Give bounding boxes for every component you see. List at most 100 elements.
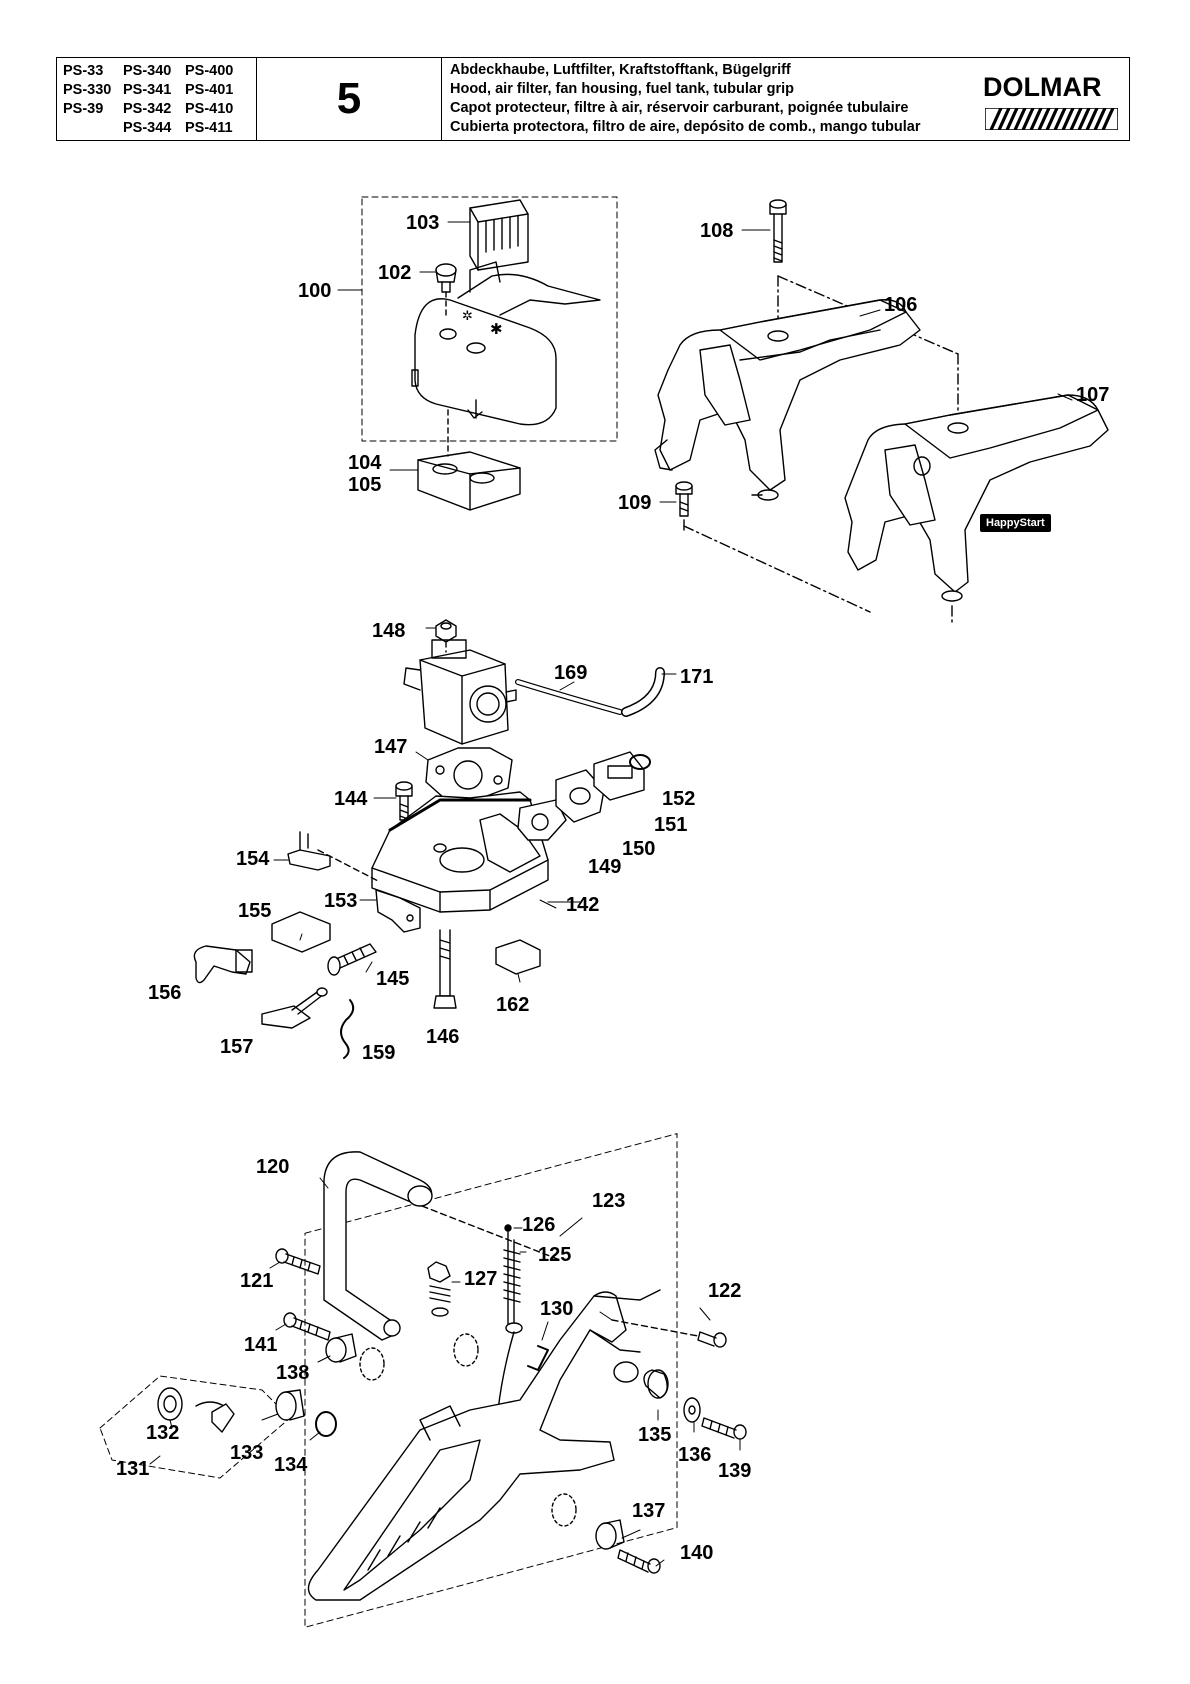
callout-142: 142 xyxy=(566,894,600,916)
title-block: PS-33 PS-340 PS-400 PS-330 PS-341 PS-401… xyxy=(56,57,1130,141)
callout-146: 146 xyxy=(426,1026,460,1048)
callout-103: 103 xyxy=(406,212,440,234)
callout-123: 123 xyxy=(592,1190,626,1212)
part-144-screw-icon xyxy=(395,781,413,821)
callout-171: 171 xyxy=(680,666,714,688)
part-133-sleeve-icon xyxy=(275,1389,305,1421)
part-146-bolt-icon xyxy=(433,929,457,1009)
title-fr: Capot protecteur, filtre à air, réservoi… xyxy=(450,100,909,116)
part-155-pad-icon xyxy=(271,911,331,953)
callout-140: 140 xyxy=(680,1542,714,1564)
brand-name: DOLMAR xyxy=(983,72,1102,102)
model-list: PS-33 PS-340 PS-400 PS-330 PS-341 PS-401… xyxy=(57,58,257,140)
callout-147: 147 xyxy=(374,736,408,758)
callout-159: 159 xyxy=(362,1042,396,1064)
callout-162: 162 xyxy=(496,994,530,1016)
callout-157: 157 xyxy=(220,1036,254,1058)
group-100-frame xyxy=(361,196,618,442)
callout-106: 106 xyxy=(884,294,918,316)
part-125-throttle-rod-icon xyxy=(495,1224,523,1431)
rubber-buffer-icon xyxy=(551,1493,577,1527)
part-134-ring-icon xyxy=(315,1411,337,1437)
callout-102: 102 xyxy=(378,262,412,284)
part-148-nut-icon xyxy=(435,619,457,643)
page-number: 5 xyxy=(257,58,442,140)
rubber-buffer-icon xyxy=(453,1333,479,1367)
part-147-gasket-icon xyxy=(425,747,513,801)
title-en: Hood, air filter, fan housing, fuel tank… xyxy=(450,81,794,97)
part-135-buffer-icon xyxy=(643,1369,669,1399)
callout-127: 127 xyxy=(464,1268,498,1290)
part-121-screw-icon xyxy=(275,1248,321,1275)
callout-133: 133 xyxy=(230,1442,264,1464)
title-de: Abdeckhaube, Luftfilter, Kraftstofftank,… xyxy=(450,62,791,78)
part-137-buffer-icon xyxy=(595,1519,625,1550)
model: PS-340 xyxy=(123,63,172,79)
svg-text:✲: ✲ xyxy=(462,308,473,323)
callout-134: 134 xyxy=(274,1454,308,1476)
group-123-frame xyxy=(304,1133,678,1628)
callout-150: 150 xyxy=(622,838,656,860)
model: PS-410 xyxy=(185,101,234,117)
part-152-ring-icon xyxy=(629,754,651,770)
callout-109: 109 xyxy=(618,492,652,514)
rear-handle-icon xyxy=(307,1289,661,1601)
model: PS-330 xyxy=(63,82,112,98)
part-138-buffer-icon xyxy=(325,1333,357,1363)
part-122-screw-icon xyxy=(697,1331,727,1348)
callout-169: 169 xyxy=(554,662,588,684)
callout-131: 131 xyxy=(116,1458,150,1480)
model: PS-33 xyxy=(63,63,104,79)
callout-136: 136 xyxy=(678,1444,712,1466)
callout-155: 155 xyxy=(238,900,272,922)
callout-104: 104 xyxy=(348,452,382,474)
part-103-filter-icon xyxy=(469,199,529,271)
svg-text:✱: ✱ xyxy=(490,321,503,338)
rubber-buffer-icon xyxy=(359,1347,385,1381)
callout-126: 126 xyxy=(522,1214,556,1236)
carburettor-icon xyxy=(403,639,517,745)
model: PS-342 xyxy=(123,101,172,117)
callout-151: 151 xyxy=(654,814,688,836)
part-162-pad-icon xyxy=(495,939,541,975)
callout-122: 122 xyxy=(708,1280,742,1302)
callout-144: 144 xyxy=(334,788,368,810)
part-107-cover-icon xyxy=(844,394,1109,602)
callout-100: 100 xyxy=(298,280,332,302)
model: PS-411 xyxy=(185,120,233,136)
callout-137: 137 xyxy=(632,1500,666,1522)
part-104-filter-base-icon xyxy=(417,451,521,511)
callout-156: 156 xyxy=(148,982,182,1004)
part-151-plate-icon xyxy=(593,751,645,801)
part-156-lever-icon xyxy=(193,945,253,984)
part-108-screw-icon xyxy=(769,199,787,263)
part-150-flange-icon xyxy=(555,769,605,823)
callout-107: 107 xyxy=(1076,384,1110,406)
part-141-screw-icon xyxy=(283,1312,331,1341)
callout-121: 121 xyxy=(240,1270,274,1292)
part-157-choke-icon xyxy=(261,987,328,1029)
callout-130: 130 xyxy=(540,1298,574,1320)
part-132-filler-cap-icon xyxy=(157,1387,235,1433)
part-130-wire-icon xyxy=(527,1345,549,1371)
part-102-knob-icon xyxy=(435,263,457,293)
leader-lines xyxy=(149,221,1073,1567)
callout-148: 148 xyxy=(372,620,406,642)
happystart-badge: HappyStart xyxy=(980,514,1051,532)
callout-108: 108 xyxy=(700,220,734,242)
callout-138: 138 xyxy=(276,1362,310,1384)
callout-139: 139 xyxy=(718,1460,752,1482)
part-120-tubular-grip-icon xyxy=(323,1151,433,1341)
logo-stripes-icon xyxy=(985,108,1118,130)
section-titles: Abdeckhaube, Luftfilter, Kraftstofftank,… xyxy=(442,58,979,140)
callout-125: 125 xyxy=(538,1244,572,1266)
callout-152: 152 xyxy=(662,788,696,810)
part-140-screw-icon xyxy=(617,1549,661,1574)
brand-logo: DOLMAR xyxy=(979,58,1129,140)
part-127-star-spring-icon xyxy=(427,1261,451,1317)
callout-149: 149 xyxy=(588,856,622,878)
callout-153: 153 xyxy=(324,890,358,912)
part-142-fuel-tank-icon xyxy=(371,791,549,913)
part-106-cover-icon xyxy=(654,299,921,501)
